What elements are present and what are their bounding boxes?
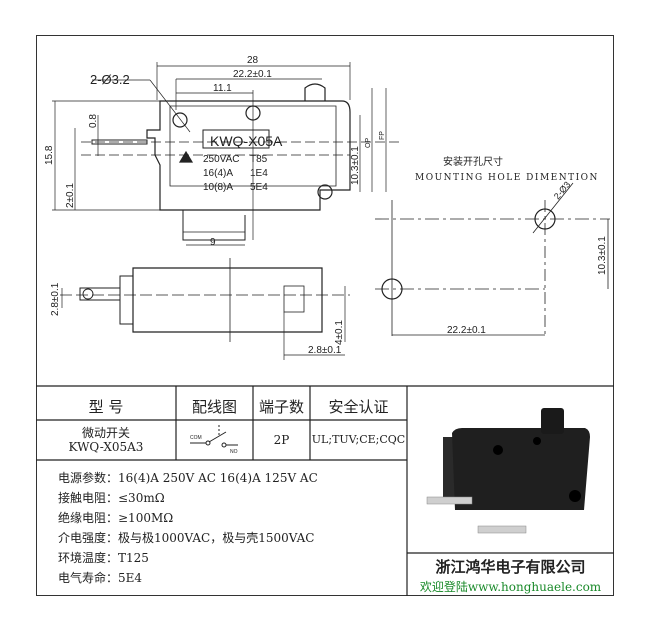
dim-height: 15.8 — [44, 145, 55, 165]
model-label: KWQ-X05A — [210, 133, 283, 149]
header-certs: 安全认证 — [328, 398, 389, 416]
dim-terminal-offset: 4±0.1 — [334, 320, 345, 345]
label-line: 1E4 — [250, 168, 268, 179]
dim-fp: FP — [379, 131, 386, 140]
welcome-text: 欢迎登陆 — [419, 580, 468, 594]
company-url-line: 欢迎登陆www.honghuaele.com — [407, 578, 614, 595]
terminal-count: 2P — [273, 433, 290, 447]
hole-callout: 2-Ø3.2 — [90, 72, 130, 87]
dim-terminal-width-2: 2.8±0.1 — [308, 345, 342, 356]
dim-pin: 0.8 — [88, 114, 99, 128]
label-line: 10(8)A — [203, 182, 233, 193]
header-terminals: 端子数 — [258, 398, 304, 416]
dim-overall: 28 — [247, 55, 259, 66]
dim-terminal: 9 — [210, 237, 216, 248]
mounting-v: 10.3±0.1 — [597, 236, 608, 275]
dim-pin-offset: 2±0.1 — [65, 183, 76, 208]
header-model: 型 号 — [88, 398, 124, 416]
company-name: 浙江鸿华电子有限公司 — [435, 558, 586, 576]
label-line: 16(4)A — [203, 168, 233, 179]
company-url[interactable]: www.honghuaele.com — [467, 580, 602, 594]
spec-line: 接触电阻：≤30mΩ — [58, 491, 165, 505]
header-wiring: 配线图 — [191, 398, 237, 416]
certifications: UL;TUV;CE;CQC — [311, 433, 406, 446]
label-line: 250VAC — [203, 154, 240, 165]
wiring-no: NO — [230, 449, 238, 455]
spec-line: 环境温度：T125 — [58, 551, 149, 565]
label-line: T85 — [250, 154, 268, 165]
mounting-title-cn: 安装开孔尺寸 — [443, 155, 503, 168]
model-cn: 微动开关 — [81, 426, 130, 440]
drawing-frame — [36, 35, 614, 596]
model-number: KWQ-X05A3 — [68, 440, 144, 454]
mounting-title-en: MOUNTING HOLE DIMENTION — [415, 173, 599, 183]
mounting-h: 22.2±0.1 — [447, 325, 486, 336]
spec-line: 电气寿命：5E4 — [58, 571, 143, 585]
spec-line: 绝缘电阻：≥100MΩ — [58, 511, 174, 525]
dim-half: 11.1 — [213, 83, 232, 94]
dim-spacing: 22.2±0.1 — [233, 69, 272, 80]
spec-line: 电源参数：16(4)A 250V AC 16(4)A 125V AC — [58, 471, 318, 485]
dim-op: OP — [365, 138, 372, 148]
dim-terminal-width: 2.8±0.1 — [50, 282, 61, 316]
spec-line: 介电强度：极与极1000VAC，极与壳1500VAC — [58, 531, 315, 545]
product-photo — [426, 408, 590, 534]
wiring-com: COM — [190, 435, 202, 441]
label-line: 5E4 — [250, 182, 268, 193]
dim-vertical: 10.3±0.1 — [350, 146, 361, 185]
